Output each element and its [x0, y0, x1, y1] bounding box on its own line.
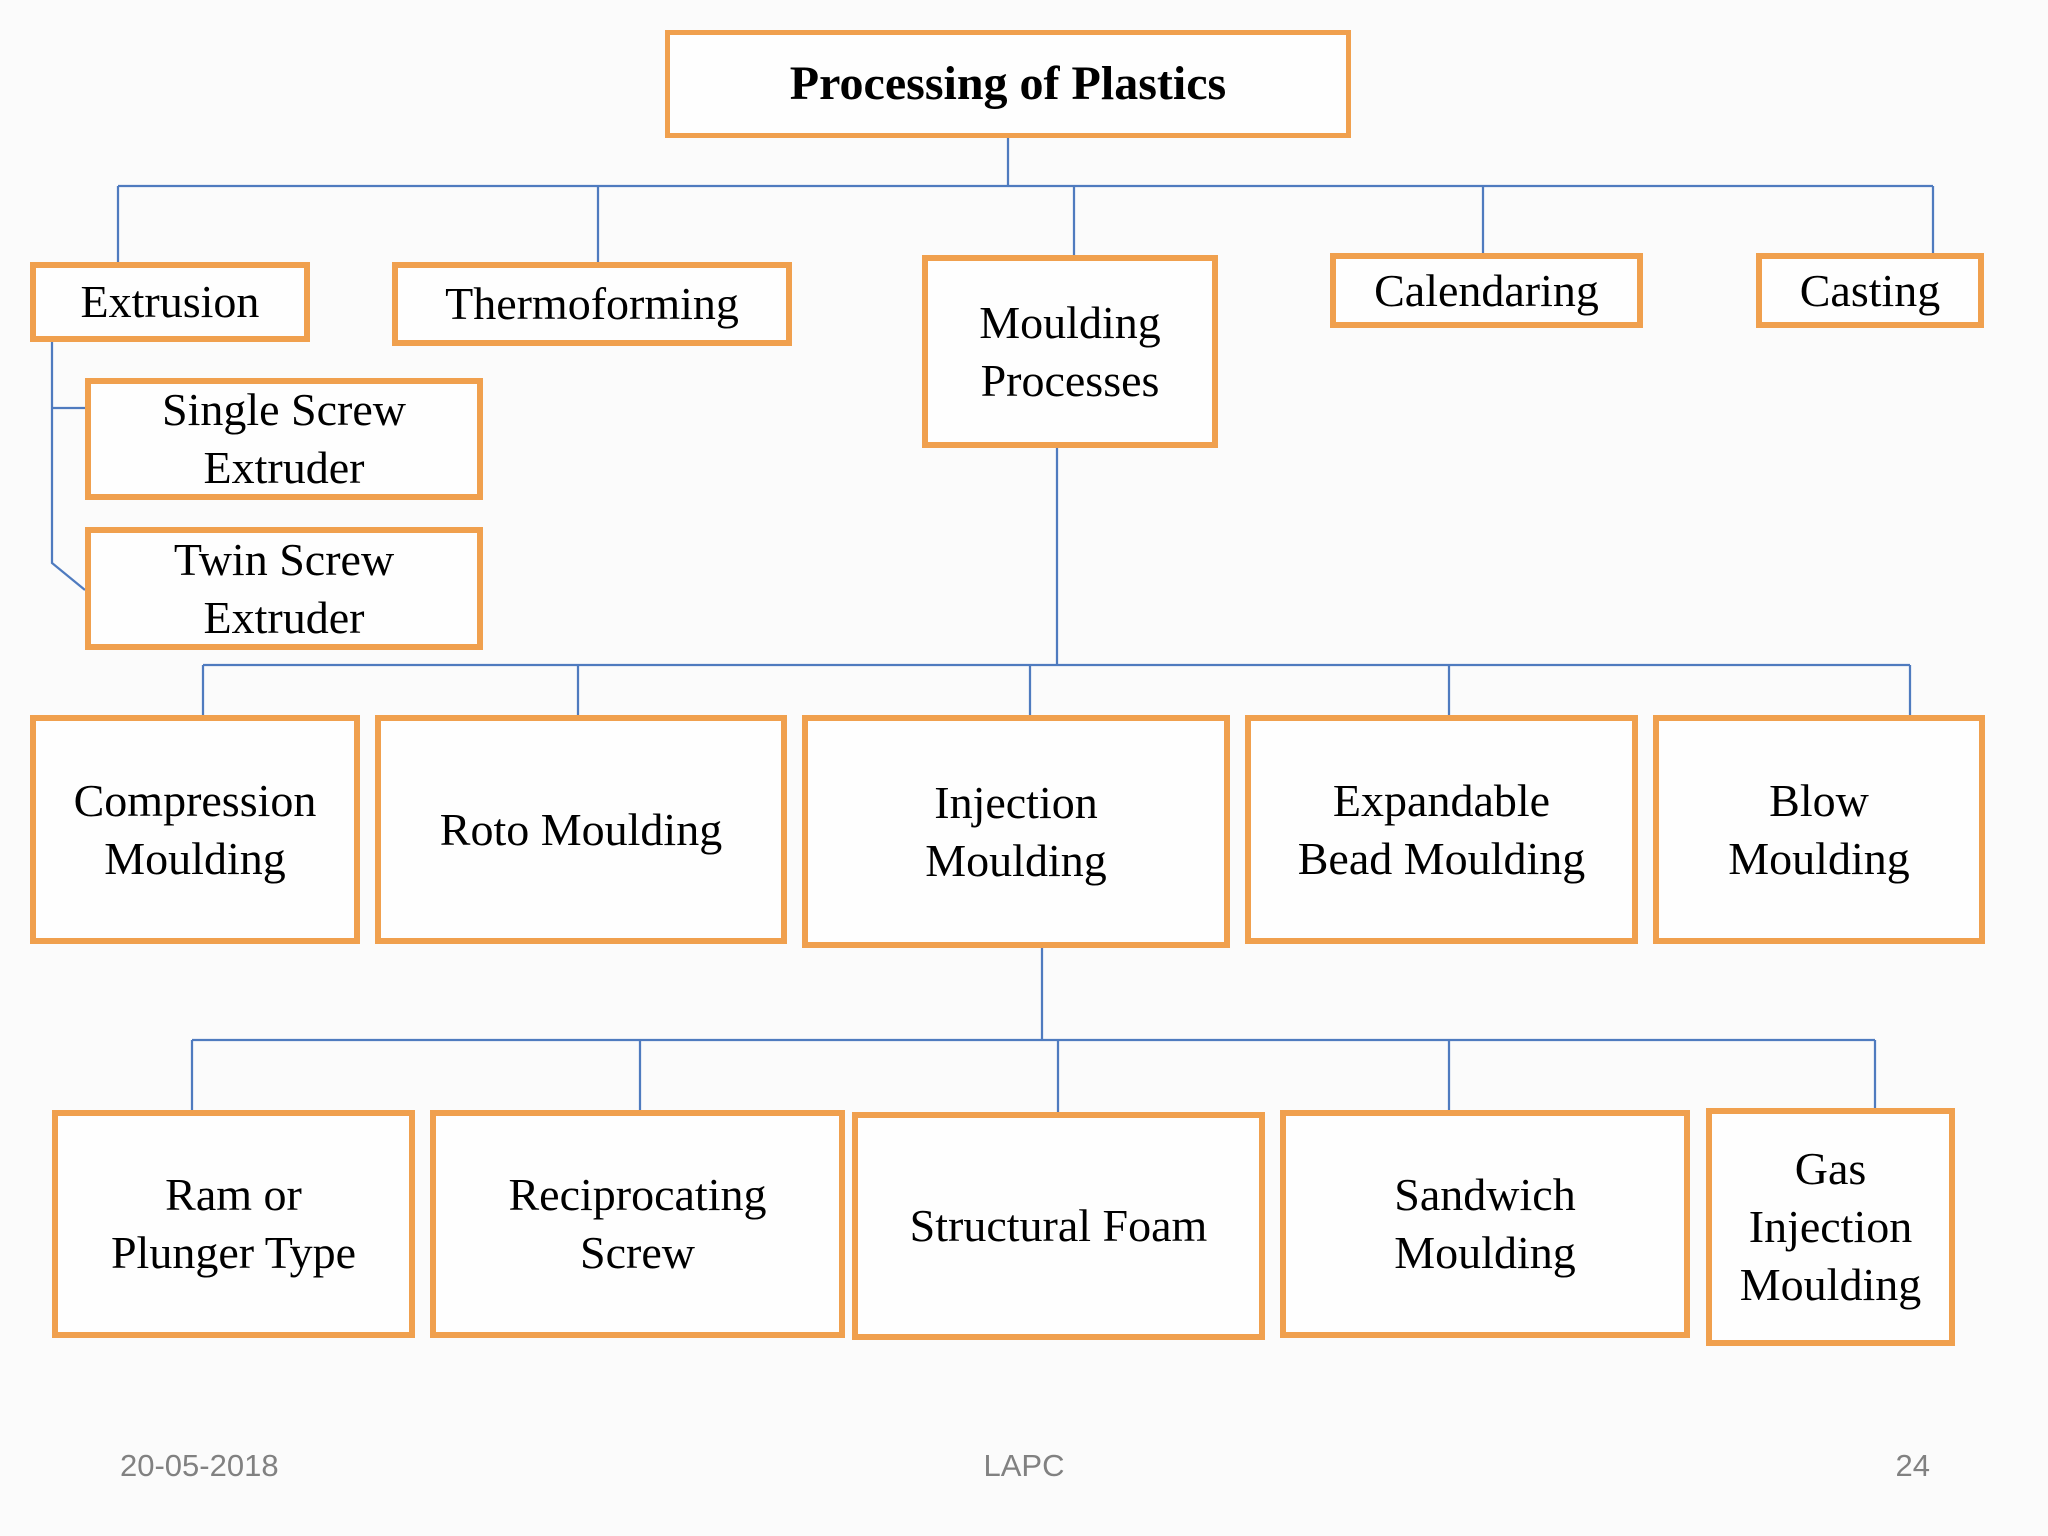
node-expandable-bead-moulding: Expandable Bead Moulding: [1245, 715, 1638, 944]
node-twin-screw-extruder: Twin Screw Extruder: [85, 527, 483, 650]
footer-center-text: LAPC: [983, 1448, 1065, 1483]
node-sandwich-moulding: Sandwich Moulding: [1280, 1110, 1690, 1338]
node-structural-foam: Structural Foam: [852, 1112, 1265, 1340]
footer-date: 20-05-2018: [120, 1448, 279, 1483]
slide-footer: 20-05-2018 LAPC 24: [0, 1448, 2048, 1498]
node-injection-moulding: Injection Moulding: [802, 715, 1230, 948]
node-thermoforming: Thermoforming: [392, 262, 792, 346]
node-roto-moulding: Roto Moulding: [375, 715, 787, 944]
node-calendaring: Calendaring: [1330, 253, 1643, 328]
node-compression-moulding: Compression Moulding: [30, 715, 360, 944]
node-single-screw-extruder: Single Screw Extruder: [85, 378, 483, 500]
node-extrusion: Extrusion: [30, 262, 310, 342]
node-moulding-processes: Moulding Processes: [922, 255, 1218, 448]
node-blow-moulding: Blow Moulding: [1653, 715, 1985, 944]
node-casting: Casting: [1756, 253, 1984, 328]
node-ram-or-plunger-type: Ram or Plunger Type: [52, 1110, 415, 1338]
connector-extrusion-elbow: [50, 342, 86, 591]
footer-page-number: 24: [1895, 1448, 1930, 1483]
node-gas-injection-moulding: Gas Injection Moulding: [1706, 1108, 1955, 1346]
node-title: Processing of Plastics: [665, 30, 1351, 138]
node-reciprocating-screw: Reciprocating Screw: [430, 1110, 845, 1338]
